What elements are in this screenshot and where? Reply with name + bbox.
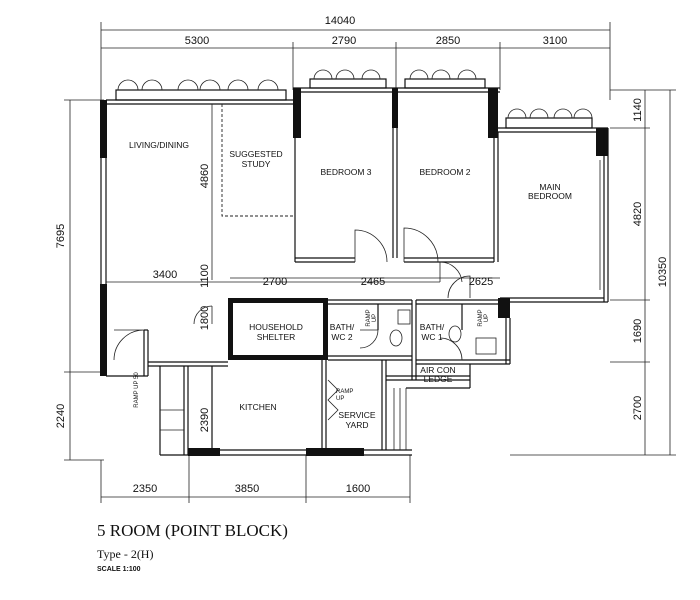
label-ramp-entrance: RAMP UP 50 xyxy=(134,372,140,408)
label-main-bedroom-1: MAIN xyxy=(539,182,560,192)
label-service-yard-2: YARD xyxy=(346,420,369,430)
label-ramp-bath2-2: UP xyxy=(372,314,378,322)
label-ramp-bath1-2: UP xyxy=(484,314,490,322)
top-dimensions: 14040 5300 2790 2850 3100 xyxy=(100,15,611,100)
dim-inner-1100: 1100 xyxy=(199,264,211,288)
label-ramp-yard-2: UP xyxy=(336,396,344,402)
dim-left-upper: 7695 xyxy=(55,224,67,248)
label-ramp-yard-1: RAMP xyxy=(336,389,353,395)
label-bath-2-2: WC 2 xyxy=(331,332,353,342)
dim-inner-4860: 4860 xyxy=(199,164,211,188)
bottom-dimensions: 2350 3850 1600 xyxy=(100,455,411,503)
toilet-wc1 xyxy=(448,325,462,343)
label-study-2: STUDY xyxy=(242,159,271,169)
label-study-1: SUGGESTED xyxy=(229,149,282,159)
dim-right-2: 4820 xyxy=(632,202,644,226)
dim-inner-2625: 2625 xyxy=(469,276,493,288)
label-bath-2-1: BATH/ xyxy=(330,322,355,332)
label-aircon-2: LEDGE xyxy=(424,374,453,384)
inner-dimensions: 3400 2700 2465 2625 4860 1100 1800 2390 xyxy=(153,164,493,432)
dim-inner-2700: 2700 xyxy=(263,276,287,288)
dim-right-3: 1690 xyxy=(632,319,644,343)
label-living-dining: LIVING/DINING xyxy=(129,140,189,150)
right-dimensions: 1140 4820 1690 2700 10350 xyxy=(510,89,676,456)
label-bedroom-3: BEDROOM 3 xyxy=(320,167,371,177)
dim-bottom-1: 2350 xyxy=(133,483,157,495)
room-labels: LIVING/DINING SUGGESTED STUDY BEDROOM 3 … xyxy=(129,140,572,430)
dim-left-lower: 2240 xyxy=(55,404,67,428)
label-main-bedroom-2: BEDROOM xyxy=(528,191,572,201)
dim-top-seg-2: 2790 xyxy=(332,35,356,47)
label-aircon-1: AIR CON xyxy=(420,365,455,375)
dim-overall-width: 14040 xyxy=(325,15,356,27)
dim-top-seg-4: 3100 xyxy=(543,35,567,47)
plan-type: Type - 2(H) xyxy=(97,547,154,561)
dim-bottom-2: 3850 xyxy=(235,483,259,495)
dim-right-overall: 10350 xyxy=(657,257,669,288)
dim-right-4: 2700 xyxy=(632,396,644,420)
basin-wc1 xyxy=(475,337,497,355)
plan-scale: SCALE 1:100 xyxy=(97,566,141,573)
dim-top-seg-3: 2850 xyxy=(436,35,460,47)
label-service-yard-1: SERVICE xyxy=(338,410,375,420)
dim-top-seg-1: 5300 xyxy=(185,35,209,47)
basin-wc2 xyxy=(397,309,411,325)
label-shelter-2: SHELTER xyxy=(257,332,296,342)
doors xyxy=(113,227,471,421)
windows xyxy=(115,69,601,290)
toilet-wc2 xyxy=(389,329,403,347)
walls xyxy=(100,87,609,456)
label-ramp-bath1-1: RAMP xyxy=(478,309,484,326)
label-kitchen: KITCHEN xyxy=(239,402,276,412)
label-ramp-bath2-1: RAMP xyxy=(366,309,372,326)
label-bath-1-2: WC 1 xyxy=(421,332,443,342)
label-shelter-1: HOUSEHOLD xyxy=(249,322,303,332)
title-block: 5 ROOM (POINT BLOCK) Type - 2(H) SCALE 1… xyxy=(97,521,288,573)
label-bath-1-1: BATH/ xyxy=(420,322,445,332)
plan-title: 5 ROOM (POINT BLOCK) xyxy=(97,521,288,540)
left-dimensions: 7695 2240 xyxy=(55,99,104,461)
dim-bottom-3: 1600 xyxy=(346,483,370,495)
fixtures xyxy=(389,309,497,355)
dim-inner-3400: 3400 xyxy=(153,269,177,281)
dim-inner-2390: 2390 xyxy=(199,408,211,432)
dim-inner-2465: 2465 xyxy=(361,276,385,288)
label-bedroom-2: BEDROOM 2 xyxy=(419,167,470,177)
dim-inner-1800: 1800 xyxy=(199,306,211,330)
dim-right-1: 1140 xyxy=(632,98,644,122)
